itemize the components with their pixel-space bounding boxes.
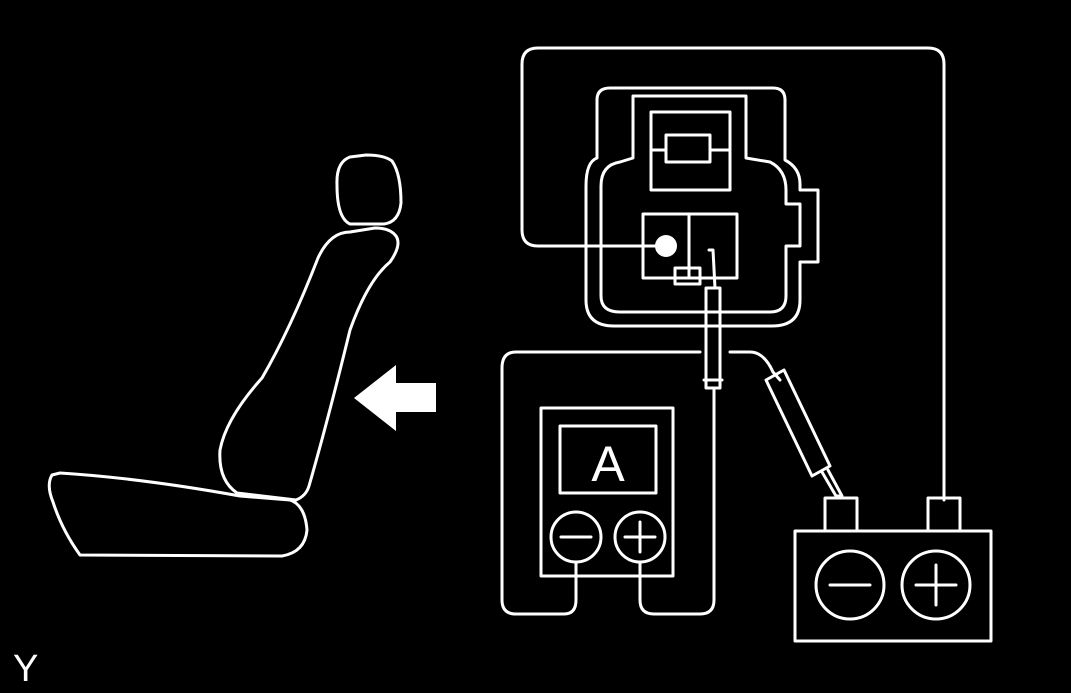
battery-icon (793, 496, 993, 643)
plus-icon (623, 520, 657, 554)
ammeter-minus-terminal (549, 510, 603, 564)
seat-headrest (335, 153, 403, 226)
ammeter-body (539, 406, 675, 578)
battery-plus-post (926, 496, 962, 533)
connector-icon (584, 86, 820, 328)
ammeter-loop (500, 350, 702, 616)
plus-icon (914, 563, 958, 607)
arrow-left-icon (354, 365, 436, 431)
battery-plus-terminal (900, 549, 972, 621)
ammeter-wire-to-battery-minus (728, 350, 782, 382)
battery-body (793, 529, 993, 643)
ammeter-plus-terminal (613, 510, 667, 564)
seat-backrest (218, 226, 400, 502)
ammeter-display (558, 424, 658, 495)
corner-label: Y (13, 648, 38, 690)
battery-minus-post (823, 496, 859, 533)
connector-outer-shell (584, 86, 820, 328)
connector-inner-shell (599, 94, 802, 314)
wire-pin-to-battery-plus (520, 46, 946, 502)
ammeter-wire-to-probe (638, 386, 716, 616)
connector-latch (673, 266, 702, 286)
battery-minus-terminal (814, 549, 886, 621)
seat-cushion (47, 471, 309, 558)
test-probe (702, 248, 724, 390)
connector-lock-tab (649, 110, 732, 192)
ammeter-icon: A (500, 350, 782, 616)
seat-icon (47, 153, 403, 558)
ammeter-label: A (591, 436, 625, 492)
battery-probe (764, 368, 844, 498)
